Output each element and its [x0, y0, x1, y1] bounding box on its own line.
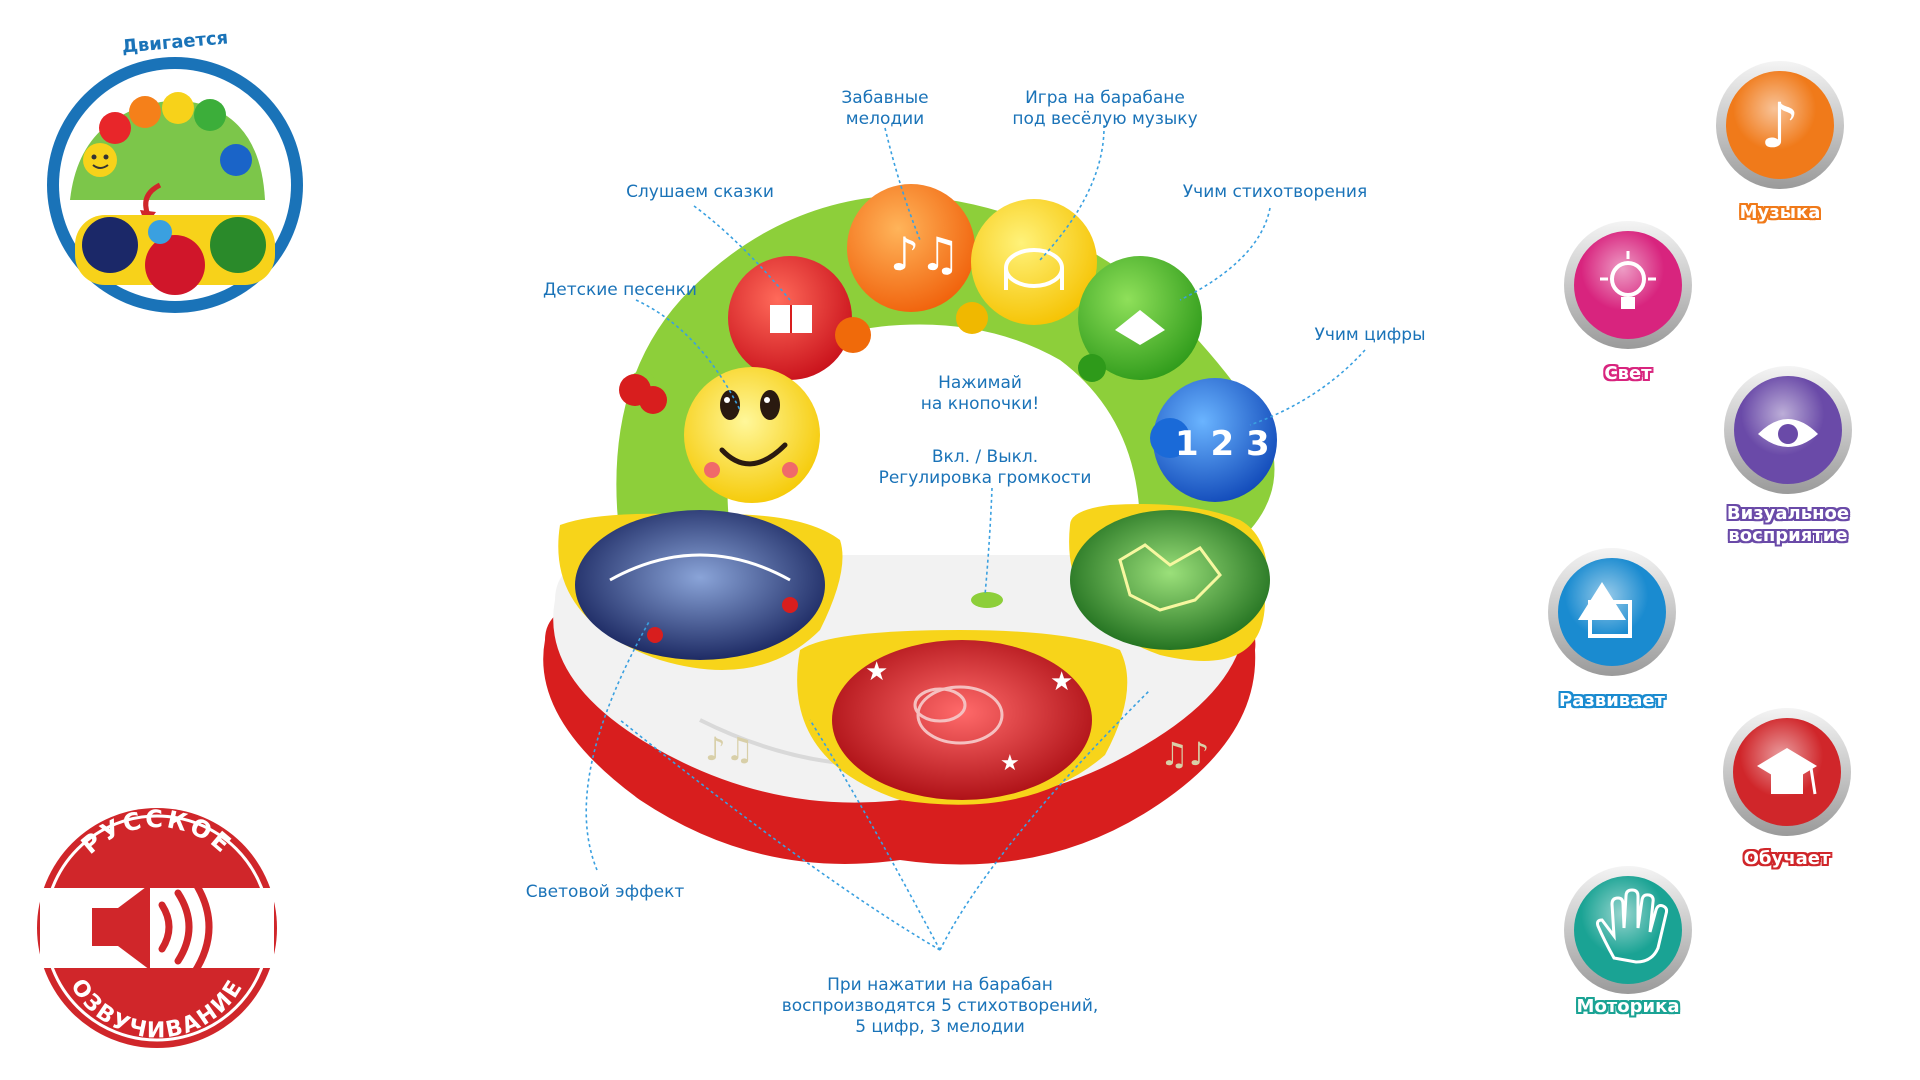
moves-badge [47, 57, 303, 313]
callout-learn-numbers: Учим цифры [1314, 325, 1426, 345]
callout-light-effect: Световой эффект [525, 882, 685, 902]
callout-leader-lines [585, 124, 1366, 951]
svg-text:♪♫: ♪♫ [890, 227, 961, 281]
callout-listen-tales: Слушаем сказки [626, 182, 774, 202]
feature-label-music: Музыка [1739, 202, 1821, 223]
feature-label-develops: Развивает [1559, 690, 1665, 711]
hand-icon [1564, 866, 1692, 994]
music-note-icon: ♪ [1716, 61, 1844, 189]
callout-kids-songs: Детские песенки [543, 280, 697, 300]
russian-voice-badge [37, 808, 277, 1048]
callout-power-volume: Вкл. / Выкл.Регулировка громкости [878, 447, 1092, 488]
numbers-button-text: 1 2 3 [1175, 424, 1270, 464]
feature-label-motor-skills: Моторика [1576, 996, 1680, 1017]
svg-text:♪: ♪ [1760, 89, 1800, 162]
feature-icons: ♪ [1548, 61, 1852, 994]
shapes-icon [1548, 548, 1676, 676]
svg-text:♪♫: ♪♫ [705, 730, 754, 768]
feature-label-teaches: Обучает [1743, 848, 1831, 869]
feature-label-light: Свет [1604, 363, 1652, 384]
svg-text:♫♪: ♫♪ [1160, 735, 1209, 773]
eye-icon [1724, 366, 1852, 494]
light-bulb-icon [1564, 221, 1692, 349]
callout-learn-poems: Учим стихотворения [1182, 182, 1368, 202]
svg-text:★: ★ [1000, 751, 1020, 776]
svg-text:★: ★ [865, 657, 888, 687]
graduation-cap-icon [1723, 708, 1851, 836]
caterpillar-drum-toy: ♪♫ ♫♪ ♪♫ 1 2 3 [543, 184, 1277, 865]
svg-text:★: ★ [1050, 667, 1073, 697]
